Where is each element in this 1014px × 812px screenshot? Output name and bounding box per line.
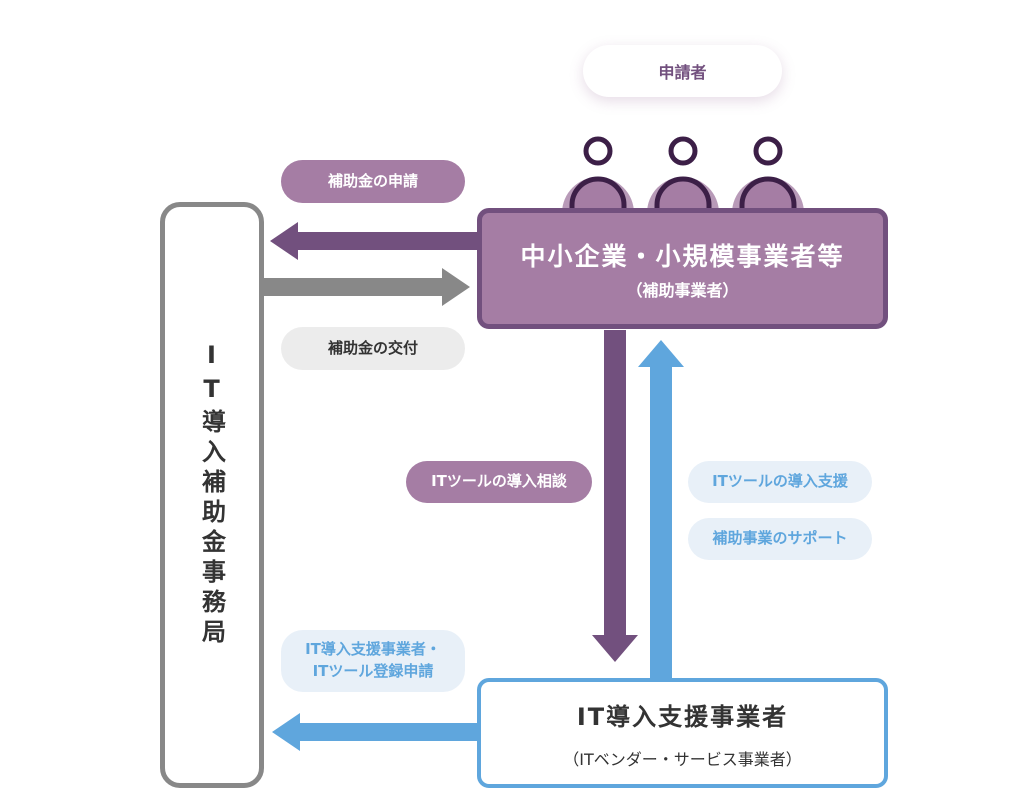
applicant-label: 申請者 [583,45,782,97]
label-tool-consultation: ITツールの導入相談 [406,461,592,503]
arrow-tool-support [638,340,684,680]
vendor-box: IT導入支援事業者 （ITベンダー・サービス事業者） [477,678,888,788]
arrow-tool-consultation [592,330,638,662]
office-label: IT導入補助金事務局 [197,341,226,649]
office-box: IT導入補助金事務局 [160,202,264,788]
vendor-title: IT導入支援事業者 [576,702,789,731]
sme-subtitle: （補助事業者） [626,280,739,300]
label-registration-line2: ITツール登録申請 [312,662,434,680]
label-registration: IT導入支援事業者・ ITツール登録申請 [281,630,465,692]
sme-box: 中小企業・小規模事業者等 （補助事業者） [477,208,888,329]
arrow-subsidy-grant [262,268,470,306]
label-subsidy-grant: 補助金の交付 [281,327,465,370]
person-icon [732,136,804,215]
vendor-subtitle: （ITベンダー・サービス事業者） [563,749,802,769]
label-project-support: 補助事業のサポート [688,518,872,560]
sme-title: 中小企業・小規模事業者等 [520,241,845,271]
arrow-subsidy-application [270,222,480,260]
arrow-registration [272,713,480,751]
person-icon [562,136,634,215]
label-registration-line1: IT導入支援事業者・ [305,640,441,659]
label-tool-support: ITツールの導入支援 [688,461,872,503]
person-icon [647,136,719,215]
label-subsidy-application: 補助金の申請 [281,160,465,203]
